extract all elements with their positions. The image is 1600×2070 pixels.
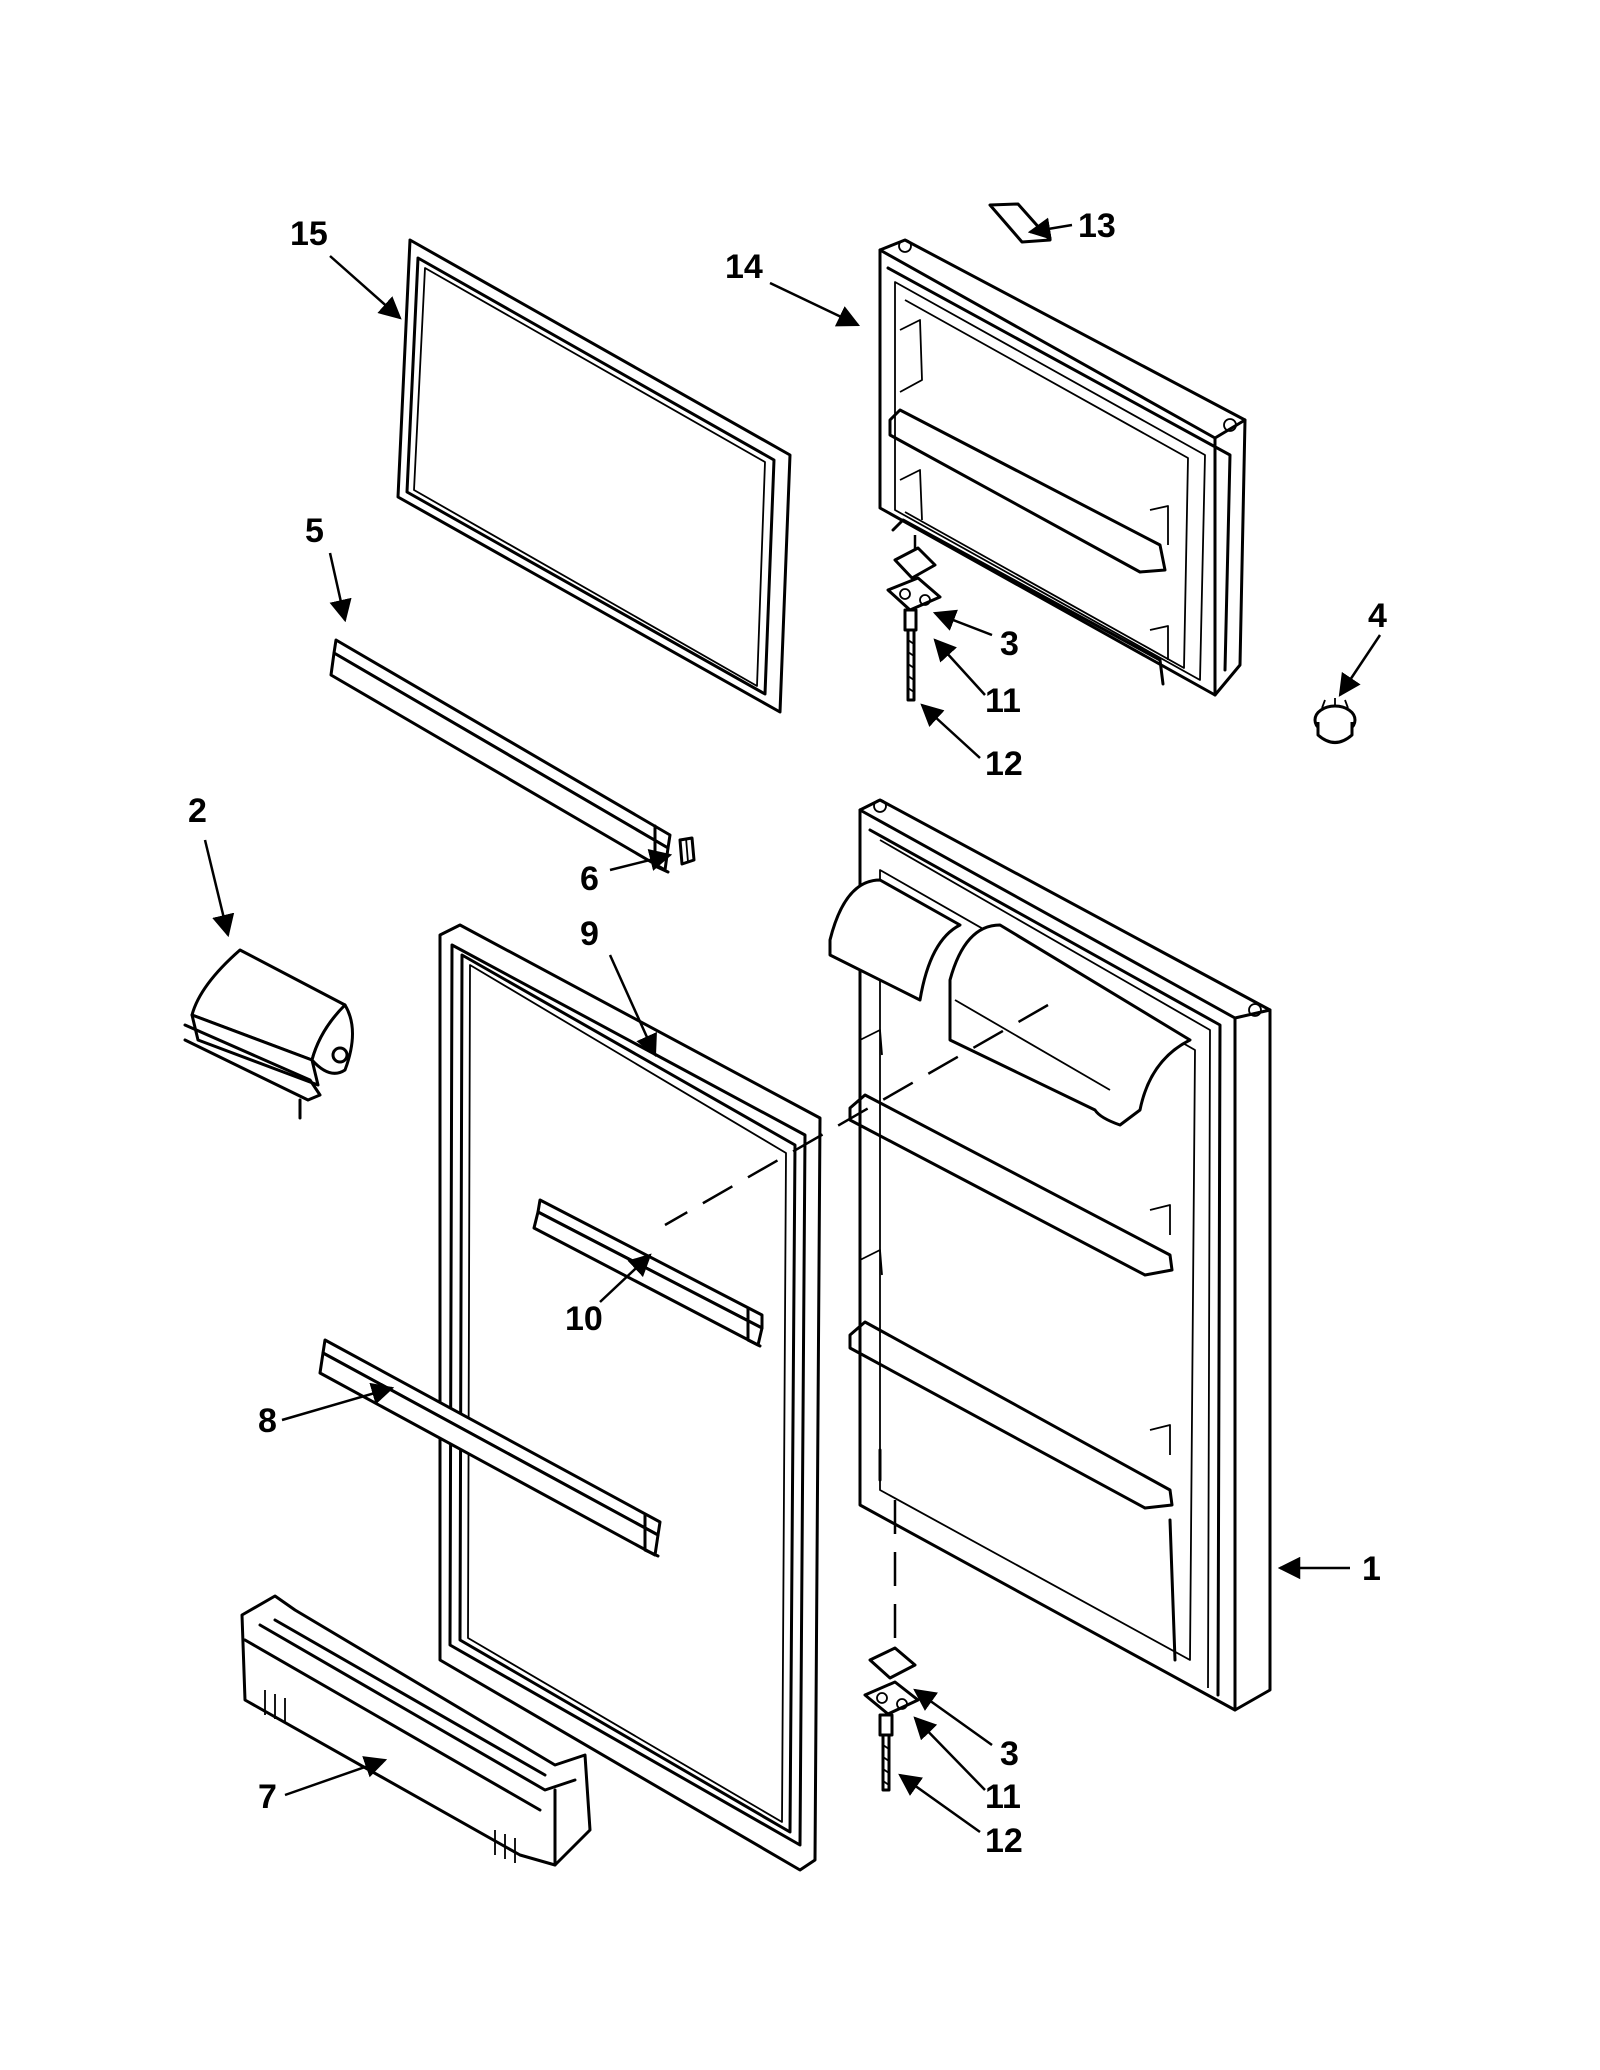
- callout-2: 2: [188, 792, 207, 830]
- leader-2: [203, 839, 235, 938]
- callout-4: 4: [1368, 597, 1387, 635]
- callout-15: 15: [290, 215, 328, 253]
- dairy-compartment: [183, 948, 354, 1120]
- leader-9: [608, 954, 657, 1058]
- callout-10: 10: [565, 1300, 603, 1338]
- leader-8: [281, 1382, 395, 1422]
- callout-3-lower: 3: [1000, 1735, 1019, 1773]
- door-bin: [240, 1594, 592, 1867]
- leader-13: [1027, 217, 1073, 240]
- callout-1: 1: [1362, 1550, 1381, 1588]
- leader-11b: [913, 1716, 986, 1791]
- leader-5: [328, 552, 352, 623]
- callout-12-upper: 12: [985, 745, 1023, 783]
- upper-hinge-assembly: [886, 535, 942, 702]
- leader-12b: [898, 1773, 981, 1834]
- callout-13: 13: [1078, 207, 1116, 245]
- leader-4: [1338, 634, 1382, 697]
- callout-8: 8: [258, 1402, 277, 1440]
- callout-labels: 15 14 13 5 6 4 3 11 12 2 9 10 8 7 1 3 11…: [188, 207, 1387, 1860]
- leader-15: [329, 255, 402, 320]
- fresh-food-door: [828, 798, 1272, 1712]
- leader-3a: [932, 609, 993, 637]
- callout-11-upper: 11: [985, 682, 1021, 720]
- freezer-door-gasket: [396, 238, 792, 714]
- trim-end-cap: [678, 836, 696, 866]
- trim-alignment-dash: [664, 1003, 1049, 1227]
- door-trim-strip-lower: [318, 1338, 662, 1558]
- leader-7: [284, 1756, 388, 1797]
- lower-hinge-assembly: [863, 1500, 920, 1792]
- leader-lines: [203, 217, 1382, 1834]
- callout-6: 6: [580, 860, 599, 898]
- freezer-trim-strip: [329, 638, 672, 874]
- leader-11a: [933, 638, 986, 696]
- hinge-hole-plug: [1313, 698, 1357, 744]
- callout-3-upper: 3: [1000, 625, 1019, 663]
- leader-10: [599, 1253, 652, 1303]
- callout-5: 5: [305, 512, 324, 550]
- leader-3b: [913, 1688, 993, 1747]
- leader-12a: [920, 703, 981, 759]
- callout-12-lower: 12: [985, 1822, 1023, 1860]
- fresh-food-door-gasket: [438, 923, 822, 1872]
- leader-6: [609, 848, 673, 872]
- callout-11-lower: 11: [985, 1778, 1021, 1816]
- callout-9: 9: [580, 915, 599, 953]
- callout-7: 7: [258, 1778, 277, 1816]
- freezer-door: [878, 238, 1247, 697]
- callout-14: 14: [725, 248, 763, 286]
- leader-14: [769, 281, 861, 327]
- rating-label: [988, 202, 1052, 244]
